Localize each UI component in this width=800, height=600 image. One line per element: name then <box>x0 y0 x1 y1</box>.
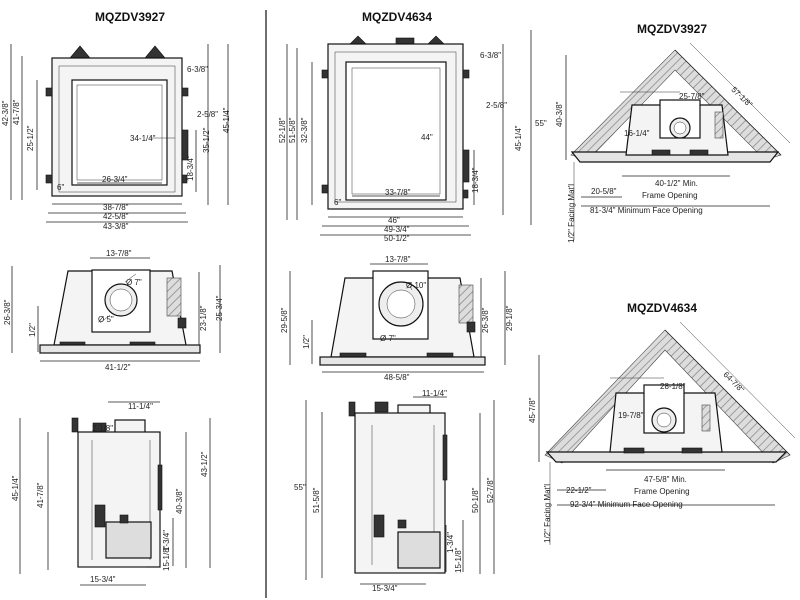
fl-glass-height: 44" <box>421 133 433 142</box>
fl-h-lower: 18-3/4" <box>471 167 480 193</box>
fl-top-offset: 6-3/8" <box>480 51 501 60</box>
fs-h-lower: 18-3/4" <box>186 155 195 181</box>
fs-top-offset: 6-3/8" <box>187 65 208 74</box>
fl-corner: 6" <box>334 198 341 207</box>
ss-h-right1: 40-3/8" <box>175 488 184 514</box>
ts-depth-right2: 25-3/4" <box>215 295 224 321</box>
ss-h-right2: 43-1/2" <box>200 451 209 477</box>
cl-facing: 1/2" Facing Mat'l <box>543 484 552 543</box>
cs-height: 40-3/8" <box>555 101 564 127</box>
fs-h-right2: 45-1/4" <box>222 107 231 133</box>
top-view-small <box>11 257 221 362</box>
cs-facing: 1/2" Facing Mat'l <box>567 184 576 243</box>
front-view-small <box>10 44 229 223</box>
tl-vent-inner: Ø 7" <box>380 334 396 343</box>
tl-depth-left: 29-5/8" <box>280 307 289 333</box>
top-view-large <box>289 263 506 373</box>
fl-side-offset: 2-5/8" <box>486 101 507 110</box>
cs-diag: 57-1/8" <box>730 85 755 109</box>
sl-low2: 15-1/8" <box>454 547 463 573</box>
corner-view-small <box>565 42 791 240</box>
fs-w3: 43-3/8" <box>103 222 129 231</box>
ss-h-left1: 45-1/4" <box>11 475 20 501</box>
title-corner-large: MQZDV4634 <box>627 301 697 315</box>
ts-vent-inner: Ø 5" <box>98 315 114 324</box>
sl-h-right2: 52-7/8" <box>486 477 495 503</box>
fl-h-inner-left: 51-5/8" <box>288 117 297 143</box>
tl-vent-outer: Ø 10" <box>406 281 426 290</box>
corner-view-large <box>538 321 796 545</box>
ss-small-top: 2-1/8" <box>92 424 113 433</box>
ts-collar-width: 13-7/8" <box>106 249 132 258</box>
ss-low1: 1-3/4" <box>162 530 171 551</box>
tl-depth-right2: 29-1/8" <box>505 305 514 331</box>
cl-collar: 28-1/8" <box>660 382 686 391</box>
side-view-small <box>19 401 211 586</box>
fl-glass-width: 33-7/8" <box>385 188 411 197</box>
fl-w1: 46" <box>388 216 400 225</box>
ss-top-width: 11-1/4" <box>128 402 153 411</box>
fl-h-glass-left: 32-3/8" <box>300 117 309 143</box>
ts-width: 41-1/2" <box>105 363 131 372</box>
tl-depth-right1: 26-3/8" <box>481 307 490 333</box>
fs-h-glass-left: 25-1/2" <box>26 125 35 151</box>
tl-collar-width: 13-7/8" <box>385 255 411 264</box>
sl-base-width: 15-3/4" <box>372 584 398 593</box>
fl-w3: 50-1/2" <box>384 234 410 243</box>
cl-face: 92-3/4" Minimum Face Opening <box>570 500 683 509</box>
cs-side: 20-5/8" <box>591 187 617 196</box>
ts-small-left: 1/2" <box>28 323 37 337</box>
tl-small-left: 1/2" <box>302 335 311 349</box>
ss-low2: 15-1/8" <box>162 545 171 571</box>
cs-frame: 40-1/2" Min. <box>655 179 698 188</box>
fs-h-overall-left: 42-3/8" <box>1 100 10 126</box>
fs-corner: 6" <box>57 183 64 192</box>
title-corner-small: MQZDV3927 <box>637 22 707 36</box>
cl-side: 22-1/2" <box>566 486 592 495</box>
sl-h-left2: 51-5/8" <box>312 487 321 513</box>
cl-frame: 47-5/8" Min. <box>644 475 687 484</box>
title-front-large: MQZDV4634 <box>362 10 432 24</box>
sl-h-left1: 55" <box>294 483 306 492</box>
fs-w2: 42-5/8" <box>103 212 129 221</box>
ss-base-width: 15-3/4" <box>90 575 116 584</box>
ts-depth-left: 26-3/8" <box>3 299 12 325</box>
sl-h-right1: 50-1/8" <box>471 487 480 513</box>
ss-h-left2: 41-7/8" <box>36 482 45 508</box>
cl-offset: 19-7/8" <box>618 411 644 420</box>
sl-top-width: 11-1/4" <box>422 389 447 398</box>
side-view-large <box>305 396 495 585</box>
cs-collar: 25-7/8" <box>679 92 705 101</box>
cs-frame-label: Frame Opening <box>642 191 698 200</box>
fl-h-right2: 55" <box>535 119 547 128</box>
fs-side-offset: 2-5/8" <box>197 110 218 119</box>
fs-glass-height: 34-1/4" <box>130 134 156 143</box>
fl-h-right1: 45-1/4" <box>514 125 523 151</box>
ts-vent-outer: Ø 7" <box>126 278 142 287</box>
ts-depth-right1: 23-1/8" <box>199 305 208 331</box>
fl-h-overall-left: 52-1/8" <box>278 117 287 143</box>
cs-face: 81-3/4" Minimum Face Opening <box>590 206 703 215</box>
fs-glass-width: 26-3/4" <box>102 175 128 184</box>
fs-h-right1: 35-1/2" <box>202 127 211 153</box>
title-front-small: MQZDV3927 <box>95 10 165 24</box>
sl-low1: 1-3/4" <box>446 532 455 553</box>
fs-h-inner-left: 41-7/8" <box>12 99 21 125</box>
cl-frame-label: Frame Opening <box>634 487 690 496</box>
fl-w2: 49-3/4" <box>384 225 410 234</box>
cl-height: 45-7/8" <box>528 397 537 423</box>
fs-w1: 38-7/8" <box>103 203 129 212</box>
cs-offset: 16-1/4" <box>624 129 650 138</box>
front-view-large <box>286 30 532 236</box>
tl-width: 48-5/8" <box>384 373 410 382</box>
